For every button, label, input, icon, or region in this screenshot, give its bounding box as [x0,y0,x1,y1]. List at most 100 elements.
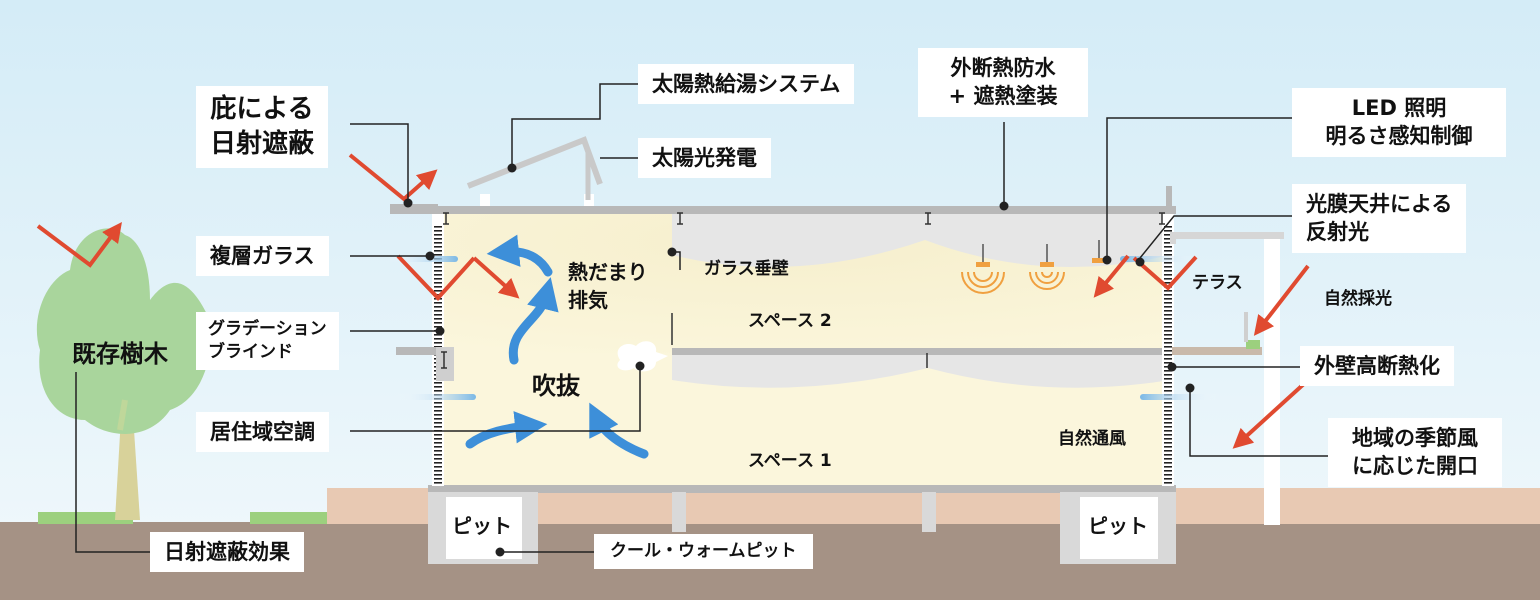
blind-slat [1164,290,1172,292]
label-existing-tree: 既存樹木 [72,340,168,368]
label-natural-daylight: 自然採光 [1324,289,1392,309]
label-cool-warm-pit: クール・ウォームピット [594,534,813,569]
solar-panel-drawing [466,136,603,206]
blind-slat [434,418,442,420]
blind-slat [1164,466,1172,468]
air-arrows [465,234,649,459]
sun-arrows [36,153,1310,449]
blind-slat [434,458,442,460]
label-space-1: スペース 1 [748,451,832,471]
blind-slat [1164,374,1172,376]
blind-slat [1164,262,1172,264]
blind-slat [1164,230,1172,232]
gradation-blind-right [1164,226,1172,484]
blind-slat [434,338,442,340]
blind-slat [1164,294,1172,296]
blind-slat [1164,274,1172,276]
blind-slat [1164,226,1172,228]
floor-slab [672,348,1172,355]
label-external-insulation: 外断熱防水 + 遮熱塗装 [918,48,1088,117]
label-membrane-ceiling: 光膜天井による 反射光 [1292,184,1467,253]
blind-slat [1164,378,1172,380]
roof-slab [398,206,1176,214]
grass-strip [250,512,330,524]
blind-slat [434,278,442,280]
blind-slat [1164,310,1172,312]
blind-slat [1164,386,1172,388]
terrace-floor [1172,347,1262,355]
label-gradation-blind: グラデーション ブラインド [196,312,339,370]
blind-slat [434,450,442,452]
blind-slat [1164,246,1172,248]
blind-slat [1164,438,1172,440]
blind-slat [1164,410,1172,412]
blind-slat [1164,346,1172,348]
leader-lines [75,83,1328,553]
blind-slat [434,422,442,424]
terrace-post [1264,239,1280,525]
blind-slat [434,434,442,436]
blind-slat [434,266,442,268]
blind-slat [1164,370,1172,372]
blind-slat [1164,306,1172,308]
blind-slat [1164,434,1172,436]
blind-slat [434,390,442,392]
blind-slat [434,270,442,272]
blind-slat [1164,470,1172,472]
blind-slat [434,238,442,240]
blind-slat [434,438,442,440]
blind-slat [1164,342,1172,344]
blind-slat [1164,458,1172,460]
label-heat-exhaust: 熱だまり 排気 [568,260,648,312]
blind-slat [1164,350,1172,352]
blind-slat [1164,442,1172,444]
blind-slat [1164,338,1172,340]
blind-slat [434,254,442,256]
label-space-2: スペース 2 [748,311,832,331]
blind-slat [434,274,442,276]
label-glass-hanging-wall: ガラス垂壁 [704,259,789,279]
blind-slat [1164,334,1172,336]
blind-slat [434,478,442,480]
roof-post [1166,186,1172,208]
blind-slat [1164,314,1172,316]
blind-slat [434,302,442,304]
blind-slat [434,226,442,228]
blind-slat [434,466,442,468]
blind-slat [1164,330,1172,332]
leader-dots [403,163,1195,557]
blind-slat [434,454,442,456]
label-double-glazing: 複層ガラス [196,236,329,277]
eaves [390,204,438,214]
blind-slat [1164,418,1172,420]
mid-shade-post [436,347,454,381]
label-living-zone-ac: 居住域空調 [196,412,329,453]
terrace-roof [1172,232,1284,239]
blind-slat [434,470,442,472]
led-lights [961,240,1106,294]
blind-slat [1164,318,1172,320]
blind-slat [434,322,442,324]
blind-slat [1164,282,1172,284]
beam-markers [441,212,1165,369]
blind-slat [1164,422,1172,424]
blind-slat [1164,254,1172,256]
label-shading-effect: 日射遮蔽効果 [150,532,304,573]
blind-slat [1164,414,1172,416]
label-wall-insulation: 外壁高断熱化 [1300,346,1454,387]
blind-slat [434,314,442,316]
label-solar-water-heating: 太陽熱給湯システム [638,64,855,105]
blind-slat [1164,430,1172,432]
blind-slat [1164,482,1172,484]
blind-slat [434,282,442,284]
blind-slat [1164,474,1172,476]
blind-slat [434,250,442,252]
blind-slat [434,306,442,308]
blind-slat [434,246,442,248]
blind-slat [434,442,442,444]
blind-slat [1164,266,1172,268]
blind-slat [1164,446,1172,448]
membrane-ceiling [672,213,1170,267]
label-solar-power: 太陽光発電 [638,138,771,179]
terrace-grass [1246,340,1260,349]
